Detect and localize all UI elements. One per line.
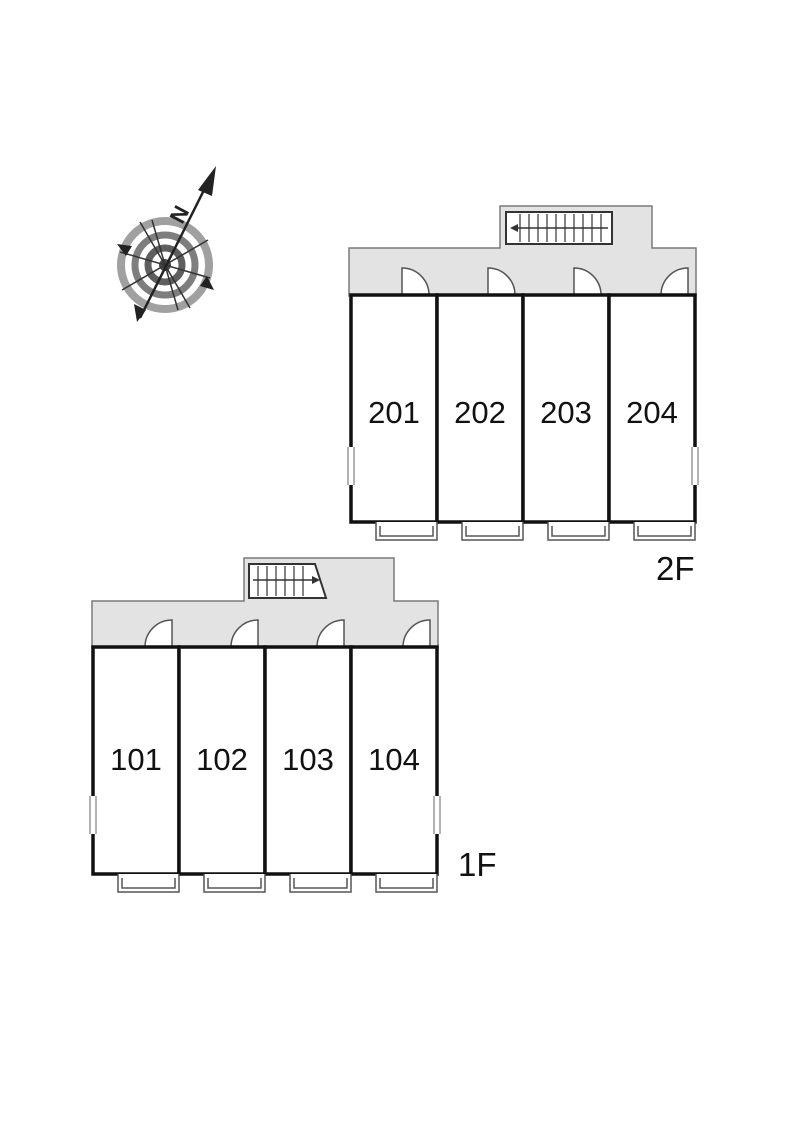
compass-icon: N <box>117 166 216 322</box>
floor-2-side-windows <box>348 447 698 485</box>
floor-1-side-windows <box>90 796 440 834</box>
floor-2-doors <box>401 267 689 296</box>
unit-203-label: 203 <box>540 395 592 430</box>
unit-102-room <box>177 645 267 876</box>
unit-104-room <box>349 645 439 876</box>
unit-203-room <box>521 293 611 524</box>
unit-204-label: 204 <box>626 395 678 430</box>
floor-2-balconies <box>375 522 696 541</box>
floor-1-balconies <box>117 874 438 893</box>
floor-2-plan: 201 202 203 204 2F <box>347 205 699 587</box>
unit-102-label: 102 <box>196 742 248 777</box>
unit-101-label: 101 <box>110 742 162 777</box>
floor-2-units <box>349 293 697 524</box>
floor-1-units <box>91 645 439 876</box>
floor-1-doors <box>144 619 431 648</box>
unit-202-label: 202 <box>454 395 506 430</box>
unit-104-label: 104 <box>368 742 420 777</box>
floor-1-stair <box>248 563 328 599</box>
unit-201-label: 201 <box>368 395 420 430</box>
unit-101-room <box>91 645 181 876</box>
unit-201-room <box>349 293 439 524</box>
floor-2-label: 2F <box>656 550 695 587</box>
floor-1-label: 1F <box>458 846 497 883</box>
floor-2-stair <box>505 211 613 245</box>
unit-103-label: 103 <box>282 742 334 777</box>
floor-1-plan: 101 102 103 104 1F <box>89 557 497 893</box>
